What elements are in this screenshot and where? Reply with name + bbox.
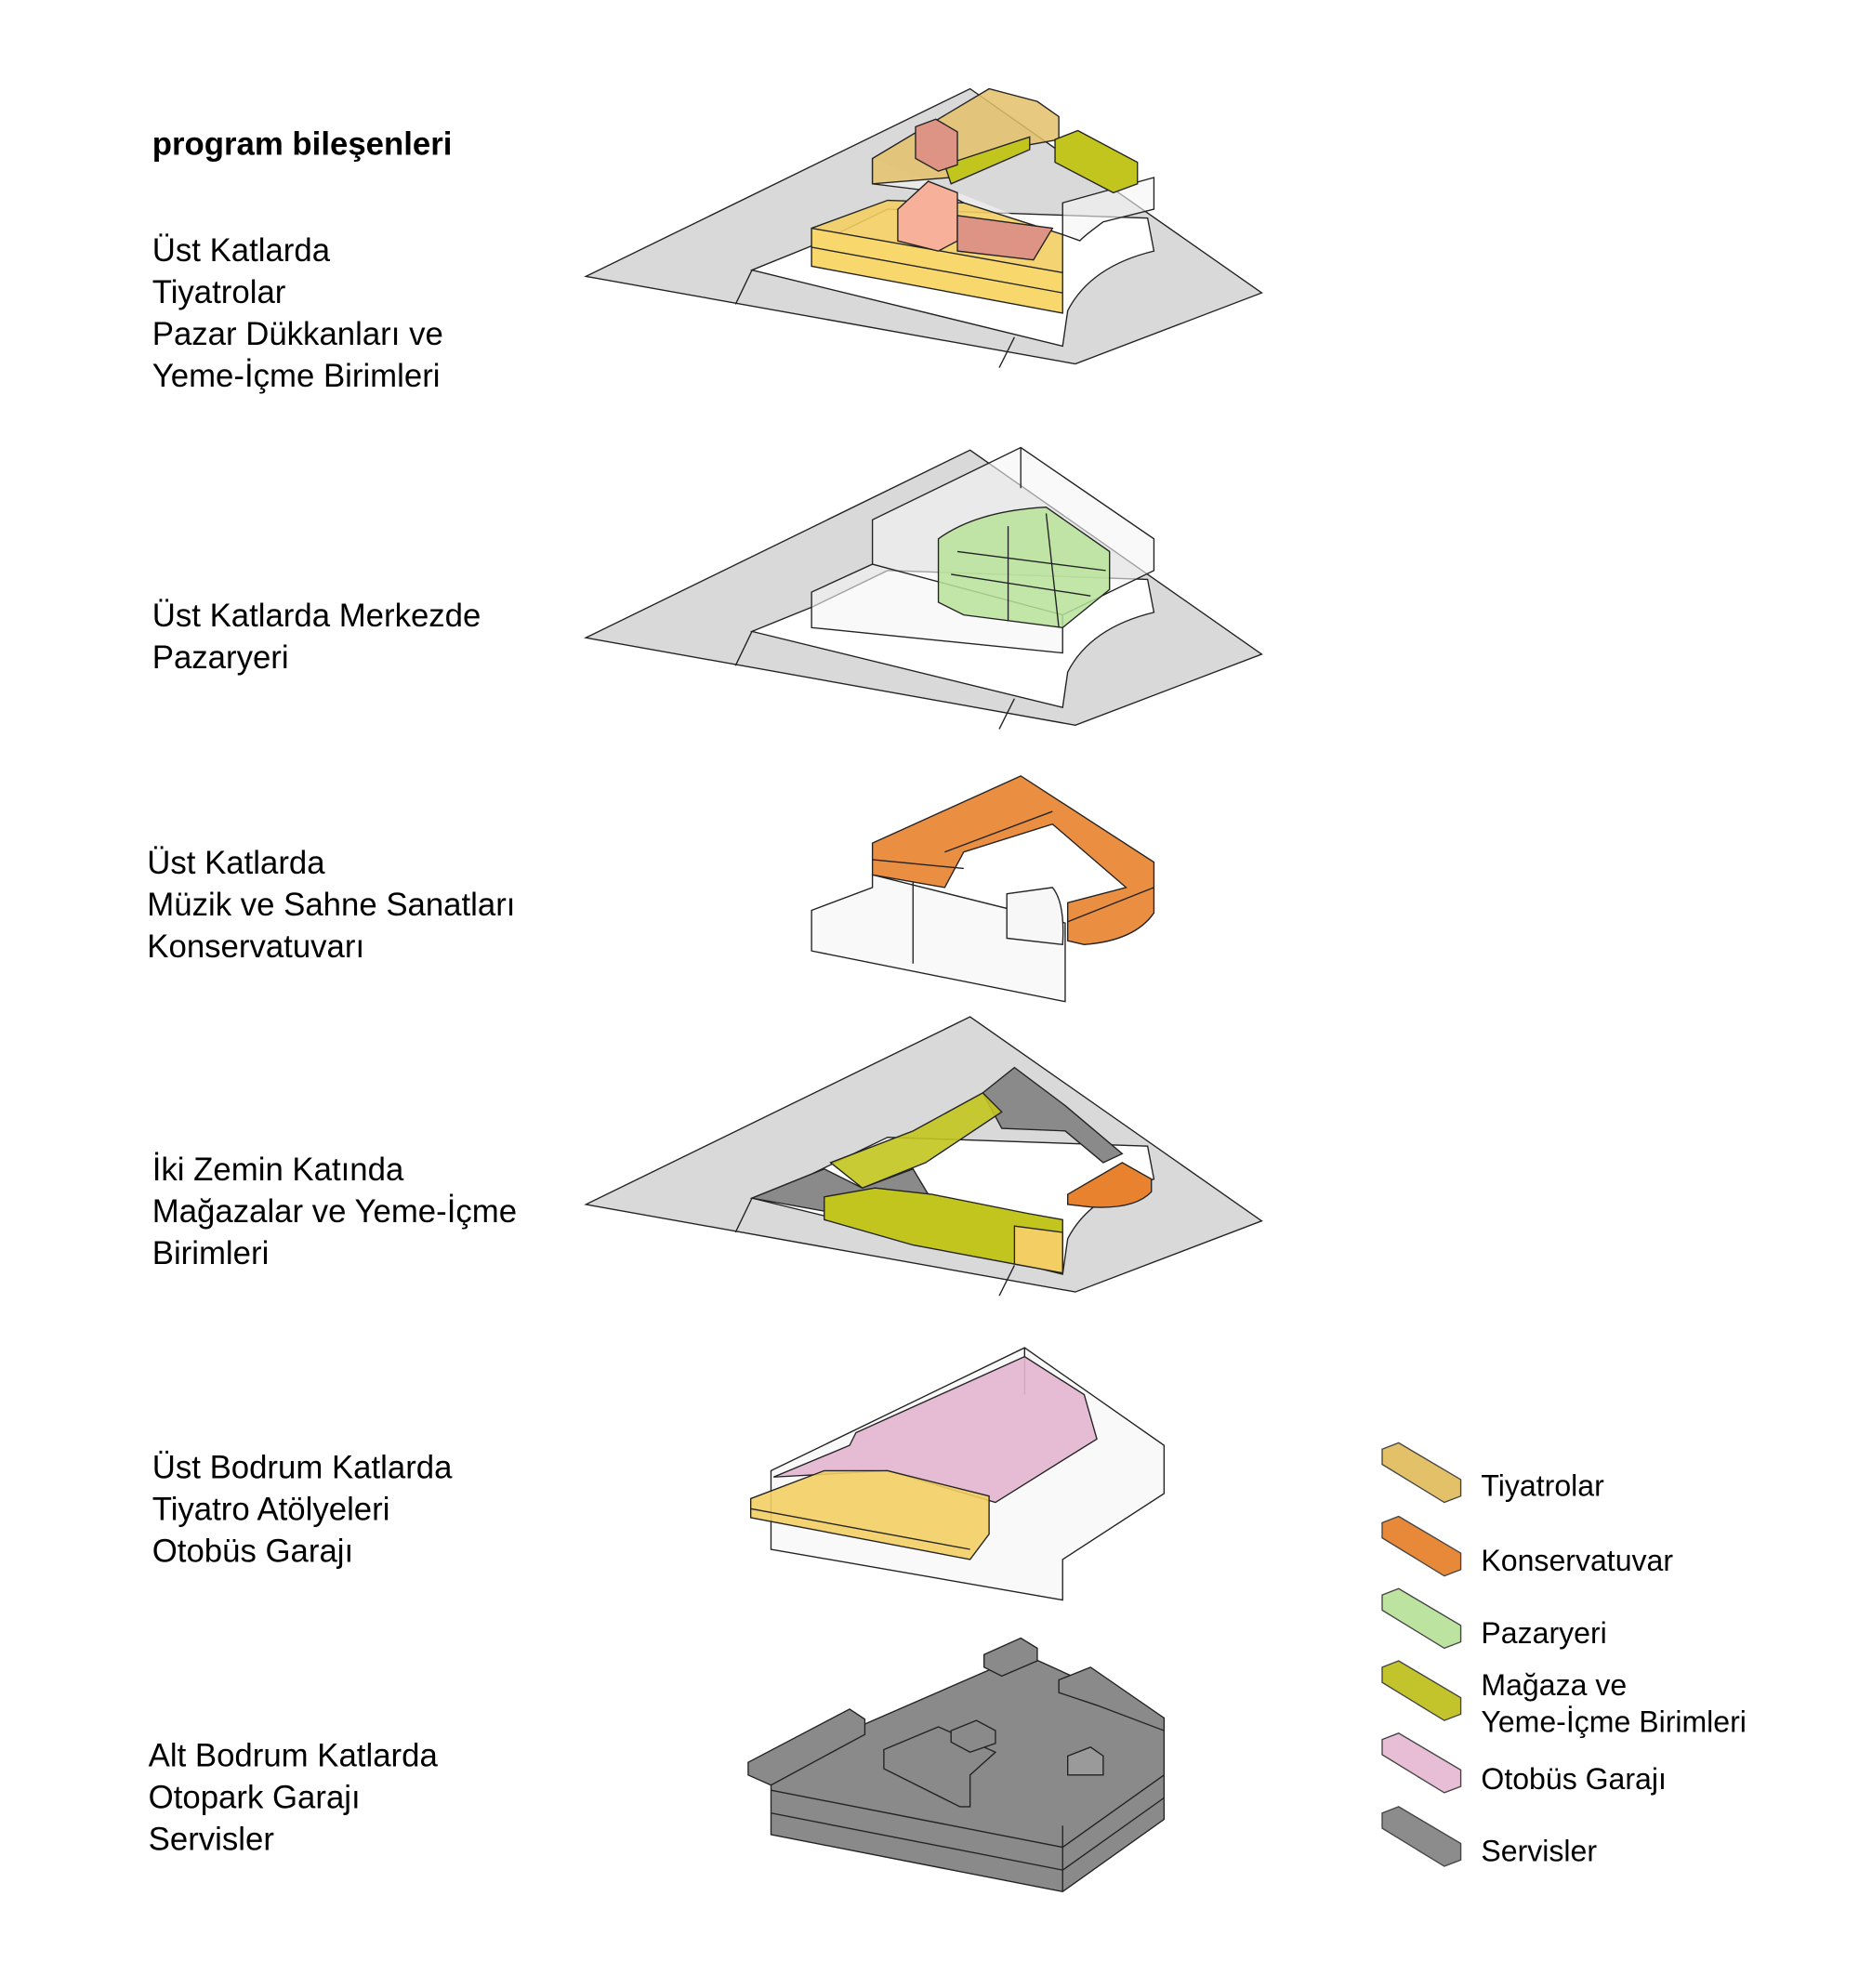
legend-label: Pazaryeri bbox=[1481, 1616, 1606, 1650]
diagram-title: program bileşenleri bbox=[152, 126, 453, 162]
legend-item-bus-garage: Otobüs Garajı bbox=[1381, 1732, 1667, 1796]
diagram-lower-basement bbox=[747, 1637, 1166, 1893]
diagram-upper-basement bbox=[749, 1347, 1166, 1601]
label-line: Mağazalar ve Yeme-İçme bbox=[152, 1193, 517, 1230]
legend-label: Otobüs Garajı bbox=[1481, 1762, 1667, 1796]
label-line: Tiyatrolar bbox=[152, 275, 286, 310]
label-line: Pazar Dükkanları ve bbox=[152, 317, 443, 352]
section-label-6: Alt Bodrum Katlarda Otopark Garajı Servi… bbox=[149, 1738, 439, 1857]
legend-label: Yeme-İçme Birimleri bbox=[1481, 1705, 1747, 1738]
legend-swatch bbox=[1381, 1806, 1462, 1867]
diagram-upper-floors-theatres bbox=[585, 87, 1263, 369]
label-line: Üst Katlarda bbox=[147, 846, 325, 881]
label-line: İki Zemin Katında bbox=[152, 1152, 404, 1188]
legend-swatch bbox=[1381, 1515, 1462, 1577]
section-label-3: Üst Katlarda Müzik ve Sahne Sanatları Ko… bbox=[147, 846, 515, 965]
legend-swatch bbox=[1381, 1587, 1462, 1650]
diagram-central-market bbox=[585, 446, 1263, 731]
label-line: Tiyatro Atölyeleri bbox=[152, 1493, 390, 1528]
section-label-5: Üst Bodrum Katlarda Tiyatro Atölyeleri O… bbox=[152, 1451, 453, 1570]
label-line: Üst Katlarda Merkezde bbox=[152, 599, 481, 634]
legend-label: Servisler bbox=[1481, 1835, 1597, 1868]
label-line: Yeme-İçme Birimleri bbox=[152, 358, 441, 394]
label-line: Alt Bodrum Katlarda bbox=[149, 1738, 439, 1773]
section-label-4: İki Zemin Katında Mağazalar ve Yeme-İçme… bbox=[152, 1152, 517, 1271]
diagram-ground-floor-shops bbox=[585, 1016, 1263, 1297]
legend-label: Konservatuvar bbox=[1481, 1544, 1673, 1577]
section-label-2: Üst Katlarda Merkezde Pazaryeri bbox=[152, 599, 481, 676]
legend-item-shops: Mağaza ve Yeme-İçme Birimleri bbox=[1381, 1660, 1747, 1738]
legend-label: Tiyatrolar bbox=[1481, 1469, 1604, 1503]
legend-item-services: Servisler bbox=[1381, 1806, 1597, 1868]
label-line: Üst Bodrum Katlarda bbox=[152, 1451, 453, 1486]
legend: Tiyatrolar Konservatuvar Pazaryeri Mağaz… bbox=[1381, 1442, 1747, 1868]
legend-item-market: Pazaryeri bbox=[1381, 1587, 1607, 1650]
label-line: Otobüs Garajı bbox=[152, 1534, 353, 1570]
legend-item-conservatory: Konservatuvar bbox=[1381, 1515, 1673, 1577]
label-line: Pazaryeri bbox=[152, 640, 289, 676]
label-line: Üst Katlarda bbox=[152, 233, 331, 269]
label-line: Müzik ve Sahne Sanatları bbox=[147, 888, 515, 923]
label-line: Otopark Garajı bbox=[149, 1780, 361, 1815]
label-line: Birimleri bbox=[152, 1236, 270, 1271]
legend-item-theatres: Tiyatrolar bbox=[1381, 1442, 1604, 1504]
legend-swatch bbox=[1381, 1732, 1462, 1794]
diagram-conservatory bbox=[811, 775, 1155, 1003]
legend-swatch bbox=[1381, 1660, 1462, 1721]
label-line: Servisler bbox=[149, 1822, 274, 1857]
label-line: Konservatuvarı bbox=[147, 929, 364, 965]
legend-swatch bbox=[1381, 1442, 1462, 1504]
legend-label: Mağaza ve bbox=[1481, 1668, 1627, 1702]
section-label-1: Üst Katlarda Tiyatrolar Pazar Dükkanları… bbox=[152, 233, 443, 394]
